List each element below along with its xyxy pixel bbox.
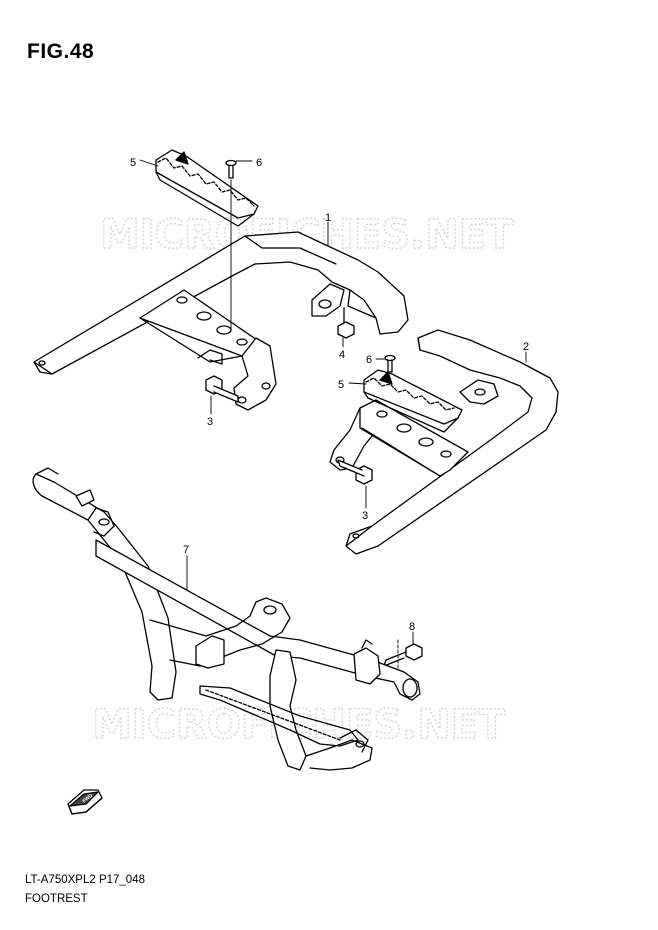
part-7-front-footrest-bar xyxy=(32,467,421,771)
part-5-footrest-plate-lower xyxy=(363,369,463,433)
callout-5-upper: 5 xyxy=(130,157,136,169)
part-6-screw-lower xyxy=(384,354,396,373)
part-2-right-footrest-bracket xyxy=(329,329,559,555)
callout-6-lower: 6 xyxy=(366,354,372,366)
part-4-bolt xyxy=(337,307,355,339)
part-1-left-footrest-bracket xyxy=(33,231,409,411)
leader-lines xyxy=(139,159,527,671)
callout-1: 1 xyxy=(325,212,331,224)
part-6-screw-upper xyxy=(225,159,237,179)
callout-2: 2 xyxy=(523,341,529,353)
fwd-direction-arrow-icon xyxy=(67,789,103,815)
part-3-bolt-right xyxy=(337,459,373,485)
callout-5-lower: 5 xyxy=(338,379,344,391)
callout-6-upper: 6 xyxy=(256,157,262,169)
callout-7: 7 xyxy=(183,544,189,556)
callout-3-left: 3 xyxy=(207,416,213,428)
callout-8: 8 xyxy=(409,621,415,633)
part-code: LT-A750XPL2 P17_048 xyxy=(25,874,145,886)
section-name: FOOTREST xyxy=(25,893,88,905)
fwd-arrow-label: FWD xyxy=(82,793,95,805)
part-8-bolt xyxy=(383,643,423,667)
figure-title: FIG.48 xyxy=(27,40,95,63)
part-3-bolt-left xyxy=(205,375,239,403)
part-5-footrest-plate-upper xyxy=(155,149,259,227)
callout-3-right: 3 xyxy=(362,510,368,522)
callout-4: 4 xyxy=(339,349,345,361)
